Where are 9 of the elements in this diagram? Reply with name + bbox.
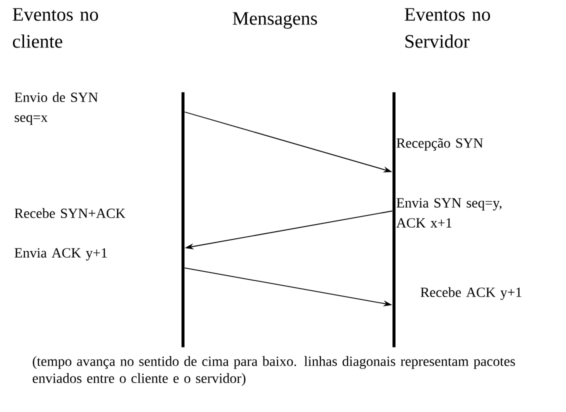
event-label: Recebe SYN+ACK [14, 208, 126, 218]
caption: (tempo avança no sentido de cima para baixo. linhas diagonais representam pacotes enviados entre o cliente e o servidor) [32, 356, 515, 386]
event-label: Envia SYN seq=y, ACK x+1 [396, 198, 502, 228]
column-heading: Eventos no Servidor [404, 8, 490, 48]
column-heading: Eventos no cliente [12, 8, 98, 48]
column-heading: Mensagens [232, 12, 317, 29]
event-label: Recebe ACK y+1 [420, 287, 522, 300]
event-label: Envio de SYN seq=x [14, 92, 98, 125]
event-label: Envia ACK y+1 [14, 248, 107, 260]
